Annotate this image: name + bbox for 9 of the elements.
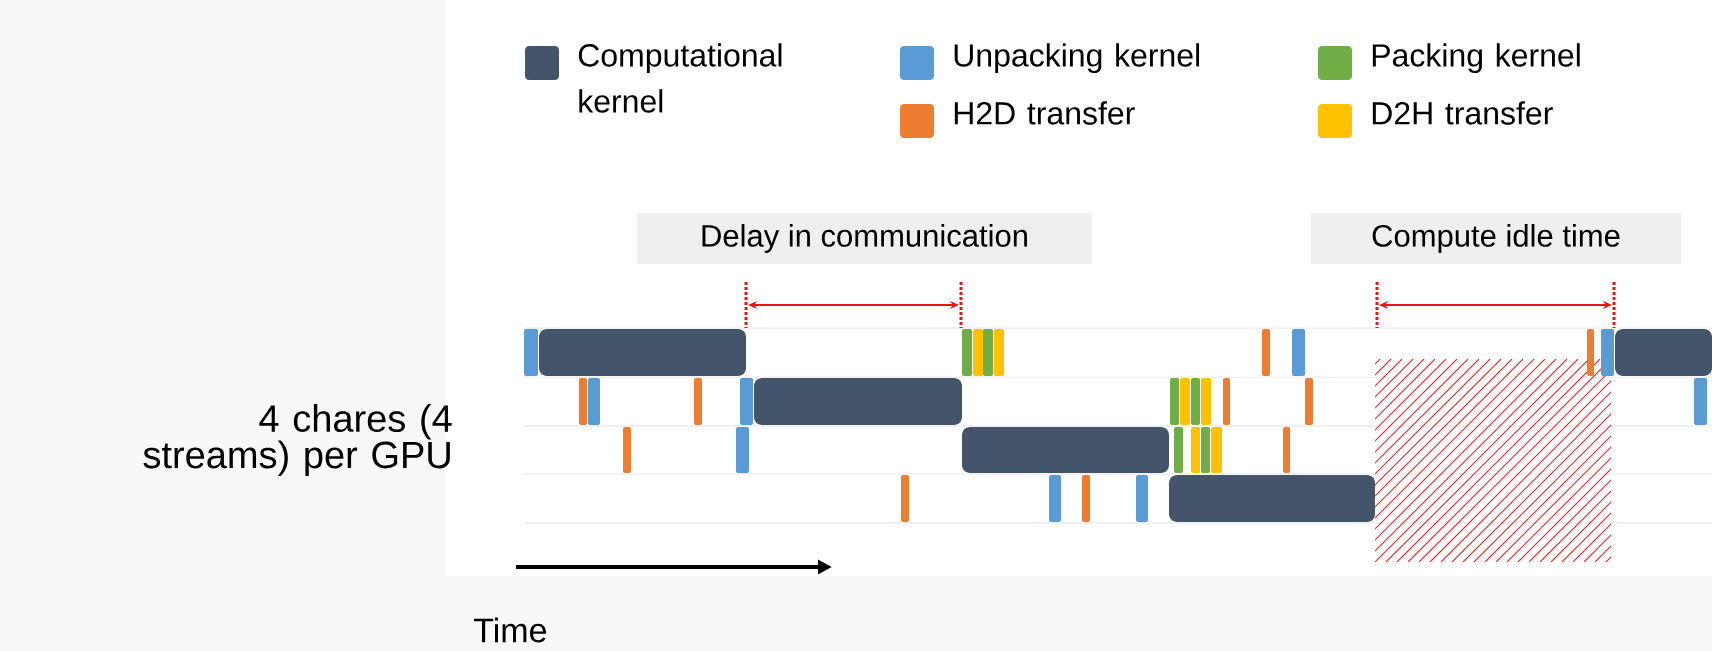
legend-label: H2D transfer	[954, 101, 1135, 125]
label-box: Delay in communication	[637, 213, 1092, 264]
legend-label: D2H transfer	[1372, 101, 1553, 125]
axis-label: 4 chares (4 streams) per GPU	[143, 404, 452, 476]
legend-label: Unpacking kernel	[954, 43, 1200, 73]
legend-label: Computational kernel	[578, 43, 782, 113]
legend-label: Packing kernel	[1372, 43, 1580, 73]
label-box: Compute idle time	[1311, 213, 1681, 264]
axis-label: Time	[474, 617, 546, 643]
